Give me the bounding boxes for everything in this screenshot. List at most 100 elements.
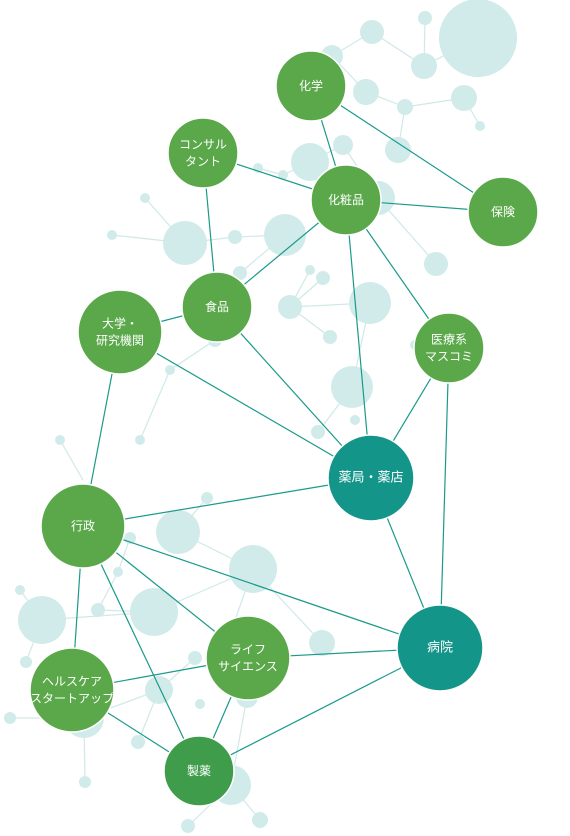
node-layer: 化学コンサルタント化粧品保険食品大学・研究機関医療系マスコミ薬局・薬店行政病院ラ… — [29, 50, 539, 807]
node-label: 研究機関 — [96, 333, 144, 348]
bg-circle — [397, 99, 413, 115]
bg-circle — [228, 230, 242, 244]
node-label: ヘルスケア — [42, 675, 102, 689]
bg-circle — [451, 85, 477, 111]
node-circle — [40, 483, 126, 569]
node-circle — [29, 647, 115, 733]
bg-circle — [165, 365, 175, 375]
node-label: 医療系 — [431, 333, 467, 347]
edge-cosme-pharmacy — [345, 199, 372, 479]
node-circle — [396, 604, 484, 692]
node-pharmacy: 薬局・薬店 — [327, 434, 415, 522]
bg-circle — [55, 435, 65, 445]
bg-circle — [140, 193, 150, 203]
bg-circle — [195, 699, 205, 709]
node-circle — [310, 164, 382, 236]
node-pharma: 製薬 — [163, 735, 235, 807]
node-circle — [467, 176, 539, 248]
node-label: 行政 — [71, 519, 95, 533]
edge-media-hospital — [439, 347, 450, 649]
node-insurance: 保険 — [467, 176, 539, 248]
node-circle — [275, 50, 347, 122]
edge-gov-pharma — [82, 525, 200, 772]
bg-circle — [107, 230, 117, 240]
bg-circle — [385, 137, 411, 163]
bg-circle — [201, 492, 213, 504]
node-circle — [205, 615, 291, 701]
bg-circle — [353, 79, 379, 105]
bg-circle — [349, 282, 391, 324]
bg-circle — [156, 510, 200, 554]
node-circle — [77, 289, 163, 375]
node-label: コンサル — [179, 138, 227, 152]
node-circle — [327, 434, 415, 522]
bg-circle — [188, 651, 202, 665]
node-label: 化粧品 — [328, 193, 364, 207]
node-label: 化学 — [299, 78, 323, 93]
edge-chem-insurance — [310, 85, 504, 213]
bg-circle — [163, 221, 207, 265]
bg-circle — [20, 656, 32, 668]
background-decoration — [4, 0, 517, 833]
node-label: 大学・ — [102, 316, 138, 331]
node-chem: 化学 — [275, 50, 347, 122]
bg-circle — [233, 266, 247, 280]
node-hospital: 病院 — [396, 604, 484, 692]
bg-circle — [79, 776, 91, 788]
bg-line — [117, 537, 131, 573]
bg-circle — [181, 819, 195, 833]
node-circle — [167, 117, 239, 189]
bg-circle — [350, 415, 360, 425]
edge-pharma-hospital — [198, 647, 441, 772]
node-circle — [163, 735, 235, 807]
bg-circle — [439, 0, 517, 77]
bg-circle — [331, 366, 373, 408]
bg-circle — [291, 143, 329, 181]
bg-circle — [229, 545, 277, 593]
bg-line — [59, 439, 84, 481]
bg-circle — [113, 567, 123, 577]
edge-gov-hospital — [82, 525, 441, 649]
bg-circle — [418, 11, 432, 25]
bg-circle — [15, 585, 25, 595]
node-cosme: 化粧品 — [310, 164, 382, 236]
bg-circle — [316, 271, 330, 285]
bg-circle — [18, 596, 66, 644]
node-circle — [413, 312, 485, 384]
bg-circle — [360, 20, 384, 44]
node-circle — [181, 271, 253, 343]
bg-circle — [130, 588, 178, 636]
bg-circle — [311, 425, 325, 439]
bg-circle — [135, 435, 145, 445]
node-label: 食品 — [205, 299, 229, 314]
edge-univ-pharmacy — [119, 331, 372, 479]
bg-circle — [131, 735, 145, 749]
bg-line — [97, 571, 119, 611]
bg-circle — [278, 170, 288, 180]
bg-circle — [91, 603, 105, 617]
node-label: マスコミ — [425, 350, 473, 364]
node-label: ライフ — [230, 643, 266, 657]
bg-circle — [278, 295, 302, 319]
node-label: タント — [185, 155, 221, 169]
node-label: 薬局・薬店 — [338, 471, 403, 486]
node-univ: 大学・研究機関 — [77, 289, 163, 375]
bg-circle — [145, 676, 173, 704]
bg-circle — [4, 712, 16, 724]
bg-circle — [424, 252, 448, 276]
node-food: 食品 — [181, 271, 253, 343]
bg-circle — [309, 630, 335, 656]
bg-circle — [264, 214, 306, 256]
bg-circle — [323, 330, 337, 344]
bg-circle — [475, 121, 485, 131]
bg-line — [139, 369, 171, 441]
bg-circle — [333, 135, 353, 155]
node-label: スタートアップ — [30, 692, 114, 706]
bg-circle — [411, 53, 437, 79]
bg-circle — [252, 812, 268, 828]
